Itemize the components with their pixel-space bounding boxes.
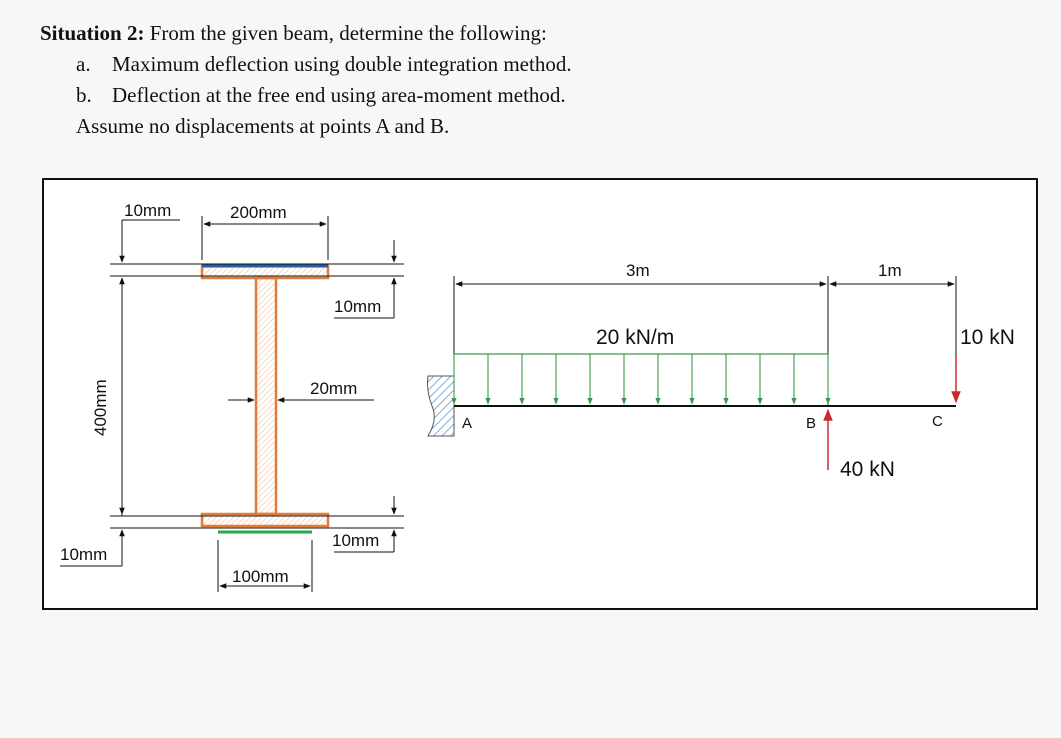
point-a-label: A bbox=[462, 415, 472, 432]
reaction-b-label: 40 kN bbox=[840, 458, 895, 481]
web bbox=[254, 276, 278, 516]
beam-figure: 10mm 200mm 10mm 20mm 400mm 10mm 10mm 100… bbox=[60, 201, 1015, 592]
problem-heading-label: Situation 2: bbox=[40, 21, 145, 45]
point-c-label: C bbox=[932, 413, 943, 430]
problem-item-a: a. Maximum deflection using double integr… bbox=[40, 49, 572, 80]
bottom-flange bbox=[200, 512, 330, 528]
fixed-wall bbox=[427, 375, 455, 437]
problem-item-b-text: Deflection at the free end using area-mo… bbox=[112, 83, 566, 107]
problem-heading-text: From the given beam, determine the follo… bbox=[144, 21, 547, 45]
figure-frame: 10mm 200mm 10mm 20mm 400mm 10mm 10mm 100… bbox=[42, 178, 1038, 610]
dim-bottom-flange-thickness-right: 10mm bbox=[332, 531, 379, 550]
span-dimensions bbox=[453, 276, 957, 406]
distributed-load-label: 20 kN/m bbox=[596, 326, 674, 349]
dim-bottom-flange-thickness-left: 10mm bbox=[60, 545, 107, 564]
problem-item-a-label: a. bbox=[76, 52, 91, 76]
problem-heading: Situation 2: From the given beam, determ… bbox=[40, 18, 572, 49]
problem-note: Assume no displacements at points A and … bbox=[76, 114, 450, 138]
point-load-label: 10 kN bbox=[960, 326, 1015, 349]
span-bc-label: 1m bbox=[878, 261, 902, 280]
problem-item-b-label: b. bbox=[76, 83, 92, 107]
section-dimensions bbox=[60, 216, 404, 592]
dim-web-thickness: 20mm bbox=[310, 379, 357, 398]
point-b-label: B bbox=[806, 415, 816, 432]
distributed-load bbox=[451, 353, 831, 405]
problem-item-a-text: Maximum deflection using double integrat… bbox=[112, 52, 572, 76]
problem-item-b: b. Deflection at the free end using area-… bbox=[40, 80, 572, 111]
dim-top-flange-thickness: 10mm bbox=[124, 201, 171, 220]
dim-total-height: 400mm bbox=[91, 379, 110, 436]
dim-top-flange-width: 200mm bbox=[230, 203, 287, 222]
i-section bbox=[200, 264, 330, 534]
dim-top-flange-thickness-right: 10mm bbox=[334, 297, 381, 316]
dim-bottom-flange-width: 100mm bbox=[232, 567, 289, 586]
span-ab-label: 3m bbox=[626, 261, 650, 280]
problem-statement: Situation 2: From the given beam, determ… bbox=[40, 18, 572, 142]
